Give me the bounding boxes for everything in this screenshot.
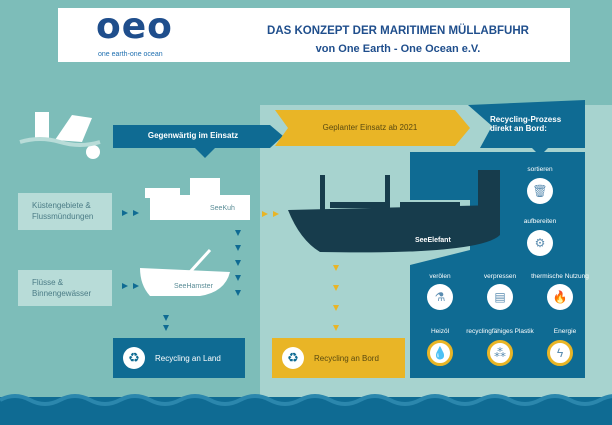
page-title: DAS KONZEPT DER MARITIMEN MÜLLABFUHR (267, 25, 529, 37)
planned-label: Geplanter Einsatz ab 2021 (322, 123, 418, 132)
output-plastic-label: recyclingfähiges Plastik (466, 328, 534, 335)
seehamster-ship-icon (140, 248, 230, 296)
output-oil-label: Heizöl (430, 328, 450, 335)
step-thermal-label: thermische Nutzung (531, 273, 589, 280)
recycling-board: ♻ Recycling an Bord (272, 338, 405, 378)
output-energy-label: Energie (553, 328, 577, 335)
planned-arrow (275, 110, 470, 146)
logo-tagline: one earth-one ocean (98, 51, 163, 58)
process-label: Recycling-Prozess direkt an Bord: (490, 115, 562, 133)
recycle-icon: ♻ (123, 347, 145, 369)
flow-markers (122, 210, 241, 331)
seekuh-ship-icon (145, 178, 250, 220)
header: oeo one earth-one ocean DAS KONZEPT DER … (58, 8, 570, 62)
flask-icon: ⚗ (427, 284, 453, 310)
seeelefant-ship-icon (288, 170, 500, 253)
process-arrow (468, 100, 585, 156)
recycle-icon: ♻ (282, 347, 304, 369)
floating-trash-icon (19, 112, 101, 159)
trash-bins-icon: 🗑 (527, 178, 553, 204)
step-oil-label: verölen (429, 273, 451, 280)
step-press-label: verpressen (483, 273, 517, 280)
shredder-icon: ⚙ (527, 230, 553, 256)
process-panel (410, 152, 585, 378)
oil-drop-icon: 💧 (427, 340, 453, 366)
plastic-pellets-icon: ⁂ (487, 340, 513, 366)
area-coast: Küstengebiete & Flussmündungen (18, 193, 112, 230)
seekuh-label: SeeKuh (210, 205, 235, 212)
press-icon: ▤ (487, 284, 513, 310)
recycling-land-label: Recycling an Land (155, 353, 221, 363)
flame-icon: 🔥 (547, 284, 573, 310)
recycling-land: ♻ Recycling an Land (113, 338, 245, 378)
current-label: Gegenwärtig im Einsatz (147, 131, 239, 140)
page-subtitle: von One Earth - One Ocean e.V. (315, 43, 481, 55)
area-rivers: Flüsse & Binnengewässer (18, 270, 112, 306)
seehamster-label: SeeHamster (174, 283, 213, 290)
step-sort-label: sortieren (527, 166, 553, 173)
lightning-icon: ϟ (547, 340, 573, 366)
seeelefant-label: SeeElefant (415, 237, 451, 244)
step-prepare-label: aufbereiten (523, 218, 557, 225)
current-arrow (113, 125, 283, 158)
recycling-board-label: Recycling an Bord (314, 353, 379, 363)
logo: oeo (96, 6, 173, 47)
